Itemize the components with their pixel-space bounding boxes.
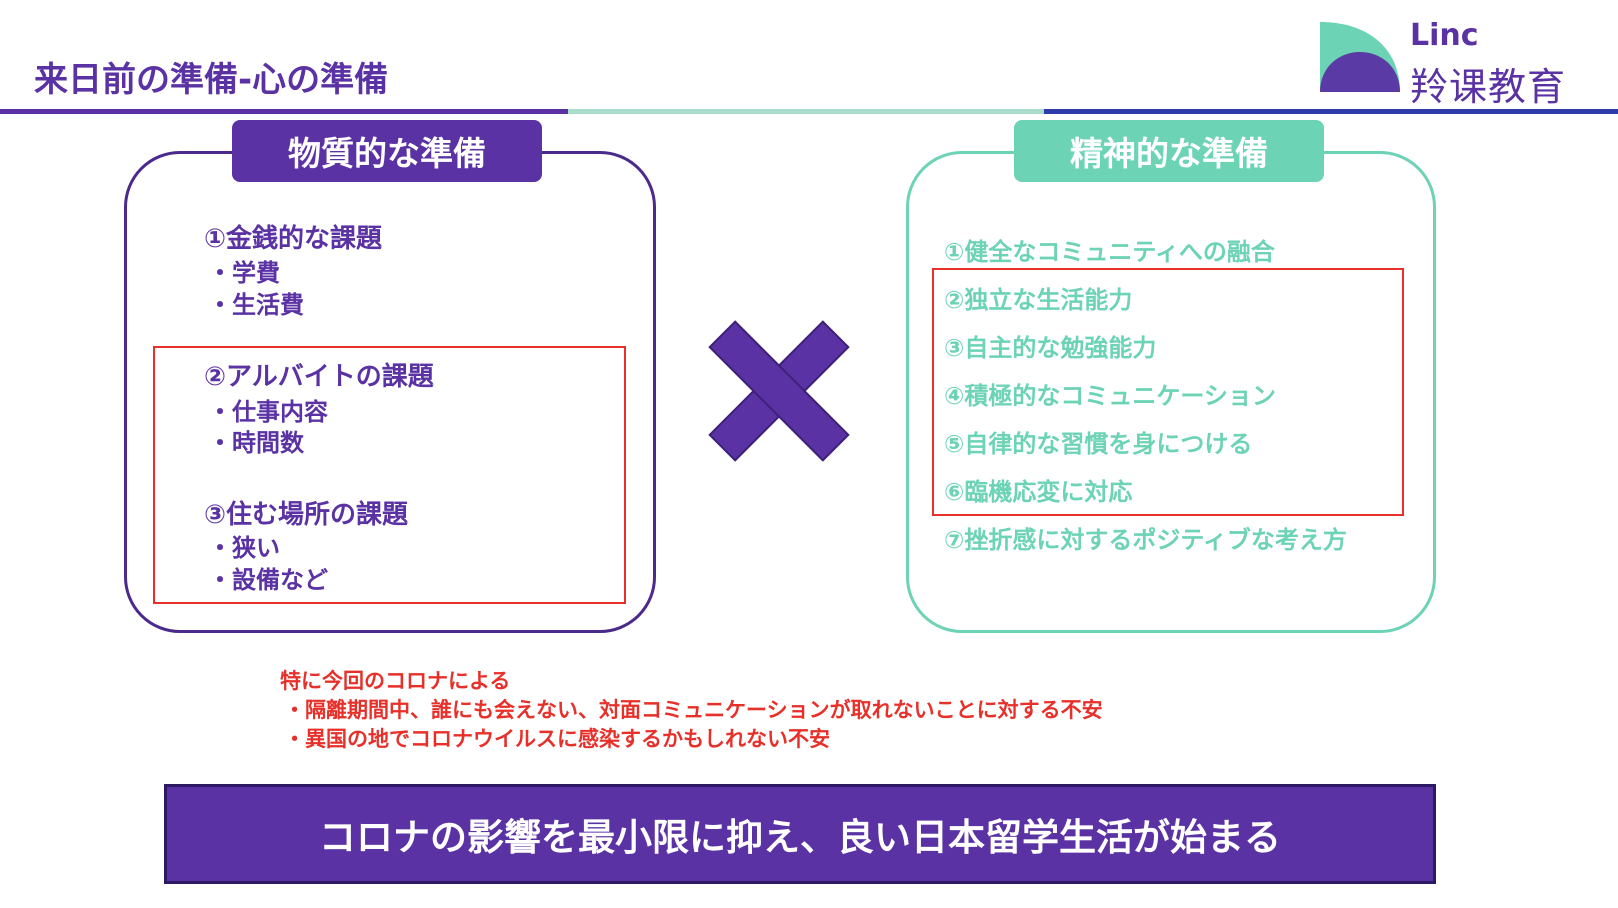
conclusion-text: コロナの影響を最小限に抑え、良い日本留学生活が始まる (319, 816, 1281, 859)
highlight-box-right (932, 268, 1404, 516)
header-bar-mint (568, 109, 1044, 114)
logo-brand-cn: 羚课教育 (1410, 65, 1567, 109)
mental-item: ⑤自律的な習慣を身につける (944, 430, 1253, 458)
section-item: ・仕事内容 (208, 398, 328, 426)
section-item: ・狭い (208, 534, 280, 562)
section-heading-housing: ③住む場所の課題 (204, 500, 409, 530)
header-bar-purple (0, 109, 568, 114)
conclusion-banner: コロナの影響を最小限に抑え、良い日本留学生活が始まる (164, 784, 1436, 884)
mental-prep-header: 精神的な準備 (1014, 120, 1324, 182)
page-title: 来日前の準備-心の準備 (34, 60, 389, 100)
mental-item: ④積極的なコミュニケーション (944, 382, 1276, 410)
mental-item: ③自主的な勉強能力 (944, 334, 1157, 362)
section-item: ・時間数 (208, 429, 304, 457)
corona-note-line: ・隔離期間中、誰にも会えない、対面コミュニケーションが取れないことに対する不安 (284, 698, 1103, 722)
multiply-icon (708, 320, 850, 462)
mental-prep-panel (906, 151, 1436, 633)
corona-note-line: ・異国の地でコロナウイルスに感染するかもしれない不安 (284, 727, 830, 751)
material-prep-header: 物質的な準備 (232, 120, 542, 182)
corona-note-title: 特に今回のコロナによる (280, 669, 511, 693)
section-heading-parttime: ②アルバイトの課題 (204, 362, 434, 392)
section-heading-money: ①金銭的な課題 (204, 224, 383, 254)
section-item: ・生活費 (208, 291, 304, 319)
section-item: ・学費 (208, 259, 280, 287)
material-prep-panel (124, 151, 656, 633)
highlight-box-left (153, 346, 626, 604)
logo-mark-icon (1320, 22, 1400, 92)
brand-logo: Linc 羚课教育 (1318, 18, 1608, 109)
mental-item: ⑥臨機応変に対応 (944, 478, 1133, 506)
mental-item: ①健全なコミュニティへの融合 (944, 238, 1275, 266)
mental-item: ②独立な生活能力 (944, 286, 1133, 314)
logo-brand-en: Linc (1410, 18, 1479, 53)
section-item: ・設備など (208, 566, 328, 594)
header-bar-navy (1044, 109, 1618, 114)
mental-item: ⑦挫折感に対するポジティブな考え方 (944, 526, 1347, 554)
